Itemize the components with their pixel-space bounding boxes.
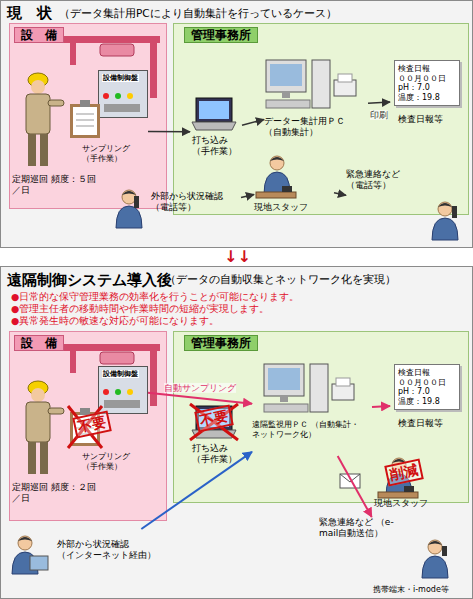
edge-label: 印刷 xyxy=(370,110,388,120)
node-text: 設備制御盤 xyxy=(102,74,139,82)
office-area: 管理事務所打ち込み （手作業） データー集計用ＰＣ （自動集計） 検査日報 ００月０… xyxy=(173,23,469,215)
node-text: ●異常発生時の敏速な対応が可能になります。 xyxy=(11,315,219,326)
transition-arrows: ↓↓ xyxy=(224,247,251,266)
node-text: 設 備 xyxy=(14,27,64,43)
node-text: 検査日報等 xyxy=(398,418,468,429)
report-node: 検査日報 ００月００日 pH：7.0 温度：19.8 検査日報等 xyxy=(390,364,468,444)
sampling-node: サンプリング （手作業） xyxy=(58,100,148,162)
node-text: 緊急連絡など （e-mail自動送信） xyxy=(319,517,411,539)
node-text: ●管理主任者の移動時間や作業時間の短縮が実現します。 xyxy=(11,303,269,314)
pc-node: データー集計用ＰＣ （自動集計） xyxy=(264,60,368,152)
remote-user-node: 外部から状況確認 （インターネット経由） xyxy=(9,529,179,595)
node-text: 遠隔監視用ＰＣ （自動集計・ネットワーク化） xyxy=(252,420,372,439)
section-panel: 現 状 （データ集計用PCにより自動集計を行っているケース） 設 備設備制御盤サンプ… xyxy=(0,0,473,248)
node-text: サンプリング （手作業） xyxy=(82,144,144,163)
laptop-node: 打ち込み （手作業） xyxy=(190,97,242,167)
contact-node: 緊急連絡など （e-mail自動送信） 携帯端末・i-mode等 xyxy=(319,517,469,597)
node-text: 設 備 xyxy=(14,335,64,351)
node-text: 遠隔制御システム導入後 xyxy=(7,271,172,289)
node-text: 外部から状況確認 （インターネット経由） xyxy=(57,539,175,561)
control-panel: 設備制御盤 xyxy=(98,70,148,118)
edge-label: 自動サンプリング xyxy=(164,383,236,393)
node-text: 現地スタッフ xyxy=(254,202,334,213)
section-panel: 遠隔制御システム導入後（データの自動収集とネットワーク化を実現） ●日常的な保守管… xyxy=(0,266,473,599)
node-text: ●日常的な保守管理業務の効率化を行うことが可能になります。 xyxy=(11,291,299,302)
node-text: 検査日報 ００月００日 pH：7.0 温度：19.8 xyxy=(394,60,460,106)
node-text: データー集計用ＰＣ （自動集計） xyxy=(264,116,368,138)
staff-node: 現地スタッフ xyxy=(254,154,334,216)
node-text: 外部から状況確認 （電話等） xyxy=(151,191,239,213)
report-node: 検査日報 ００月００日 pH：7.0 温度：19.8 検査日報等 xyxy=(390,60,468,140)
pc-node: 遠隔監視用ＰＣ （自動集計・ネットワーク化） xyxy=(252,364,372,456)
node-text: 現地スタッフ xyxy=(374,498,454,509)
node-text: 打ち込み （手作業） xyxy=(192,135,244,157)
control-panel: 設備制御盤 xyxy=(98,366,148,414)
node-text: 打ち込み （手作業） xyxy=(192,443,244,465)
node-text: 現 状 xyxy=(7,4,52,22)
node-text: サンプリング （手作業） xyxy=(82,452,144,471)
node-text: （データ集計用PCにより自動集計を行っているケース） xyxy=(59,7,337,20)
node-text: （データの自動収集とネットワーク化を実現） xyxy=(165,273,396,286)
node-text: 検査日報 ００月００日 pH：7.0 温度：19.8 xyxy=(394,364,460,410)
frequency-note: 定期巡回 頻度：５回／日 xyxy=(12,174,104,196)
frequency-note: 定期巡回 頻度：２回／日 xyxy=(12,482,104,504)
caller-node: 外部から状況確認 （電話等） xyxy=(111,183,241,243)
contact-node: 緊急連絡など （電話等） xyxy=(346,169,466,245)
node-text: 緊急連絡など （電話等） xyxy=(346,169,422,191)
node-text: 携帯端末・i-mode等 xyxy=(373,585,469,595)
node-text: 検査日報等 xyxy=(398,114,468,125)
node-text: 管理事務所 xyxy=(184,27,258,43)
node-text: 管理事務所 xyxy=(184,335,258,351)
node-text: 設備制御盤 xyxy=(102,370,139,378)
